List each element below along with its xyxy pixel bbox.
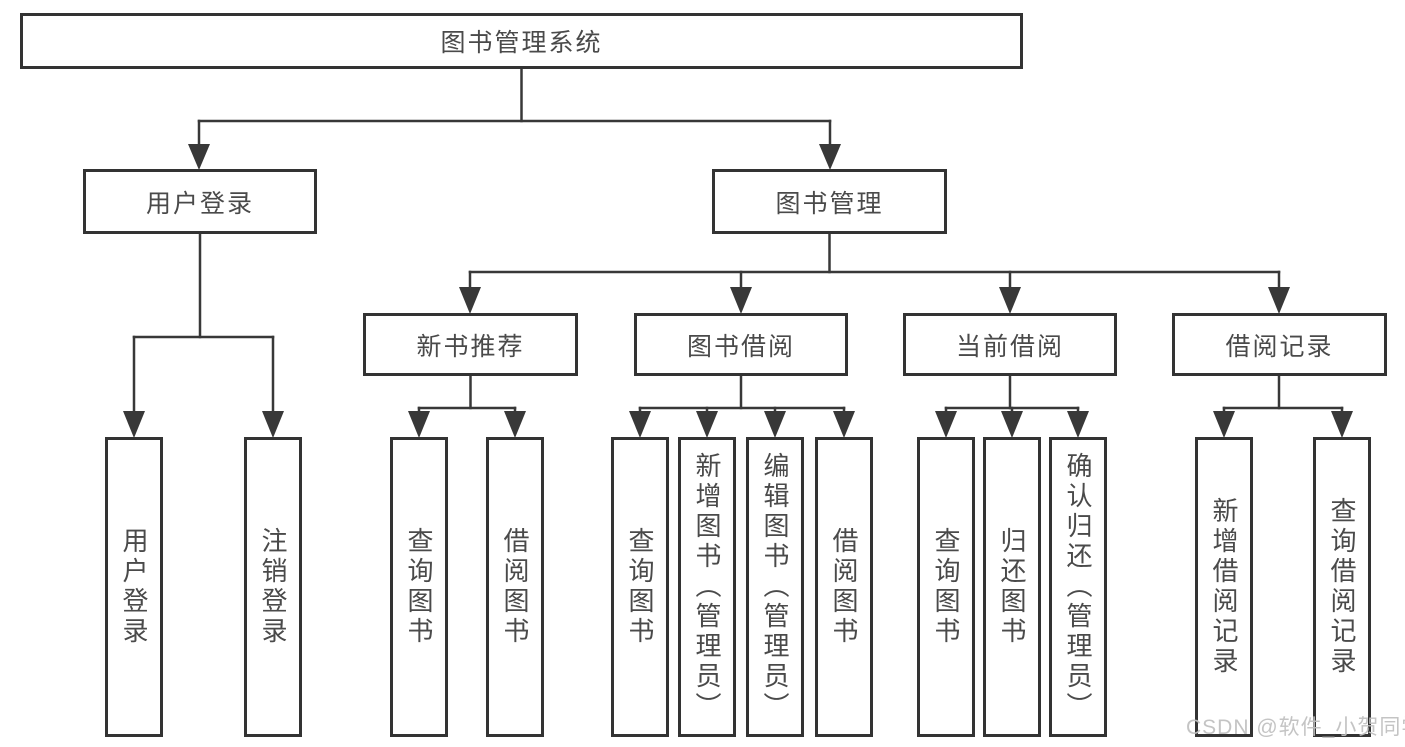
node-leaf-query-books-borrow: 查询图书 xyxy=(611,437,669,737)
node-label: 查询图书 xyxy=(931,527,961,647)
node-leaf-confirm-return-admin: 确认归还（管理员） xyxy=(1049,437,1107,737)
node-leaf-logout: 注销登录 xyxy=(244,437,302,737)
node-label: 用户登录 xyxy=(119,527,149,647)
node-book-borrow: 图书借阅 xyxy=(634,313,848,376)
node-leaf-return-books: 归还图书 xyxy=(983,437,1041,737)
node-label: 图书管理系统 xyxy=(440,29,603,57)
node-user-login: 用户登录 xyxy=(83,169,317,234)
node-leaf-edit-books-admin: 编辑图书（管理员） xyxy=(746,437,804,737)
node-leaf-borrow-books: 借阅图书 xyxy=(815,437,873,737)
node-label: 新增图书（管理员） xyxy=(692,452,722,722)
node-new-book-recommend: 新书推荐 xyxy=(363,313,578,376)
node-book-management: 图书管理 xyxy=(712,169,947,234)
node-label: 编辑图书（管理员） xyxy=(760,452,790,722)
node-label: 查询图书 xyxy=(404,527,434,647)
node-label: 图书管理 xyxy=(775,189,884,218)
node-leaf-borrow-books-recommend: 借阅图书 xyxy=(486,437,544,737)
node-label: 确认归还（管理员） xyxy=(1063,452,1093,722)
node-label: 当前借阅 xyxy=(955,332,1064,361)
node-label: 新增借阅记录 xyxy=(1209,497,1239,677)
node-label: 借阅图书 xyxy=(500,527,530,647)
node-leaf-user-login: 用户登录 xyxy=(105,437,163,737)
node-label: 归还图书 xyxy=(997,527,1027,647)
node-leaf-query-books-current: 查询图书 xyxy=(917,437,975,737)
node-leaf-add-borrow-record: 新增借阅记录 xyxy=(1195,437,1253,737)
watermark: CSDN @软件_小贺同学 xyxy=(1186,716,1405,739)
node-label: 借阅记录 xyxy=(1225,332,1334,361)
node-label: 图书借阅 xyxy=(686,332,795,361)
node-leaf-query-borrow-record: 查询借阅记录 xyxy=(1313,437,1371,737)
node-label: 查询图书 xyxy=(625,527,655,647)
node-library-management-system: 图书管理系统 xyxy=(20,13,1023,69)
node-borrow-records: 借阅记录 xyxy=(1172,313,1387,376)
node-label: 用户登录 xyxy=(145,189,254,218)
node-label: 查询借阅记录 xyxy=(1327,497,1357,677)
node-label: 新书推荐 xyxy=(416,332,525,361)
node-leaf-add-books-admin: 新增图书（管理员） xyxy=(678,437,736,737)
node-label: 借阅图书 xyxy=(829,527,859,647)
node-leaf-query-books-recommend: 查询图书 xyxy=(390,437,448,737)
node-label: 注销登录 xyxy=(258,527,288,647)
node-current-borrow: 当前借阅 xyxy=(903,313,1117,376)
